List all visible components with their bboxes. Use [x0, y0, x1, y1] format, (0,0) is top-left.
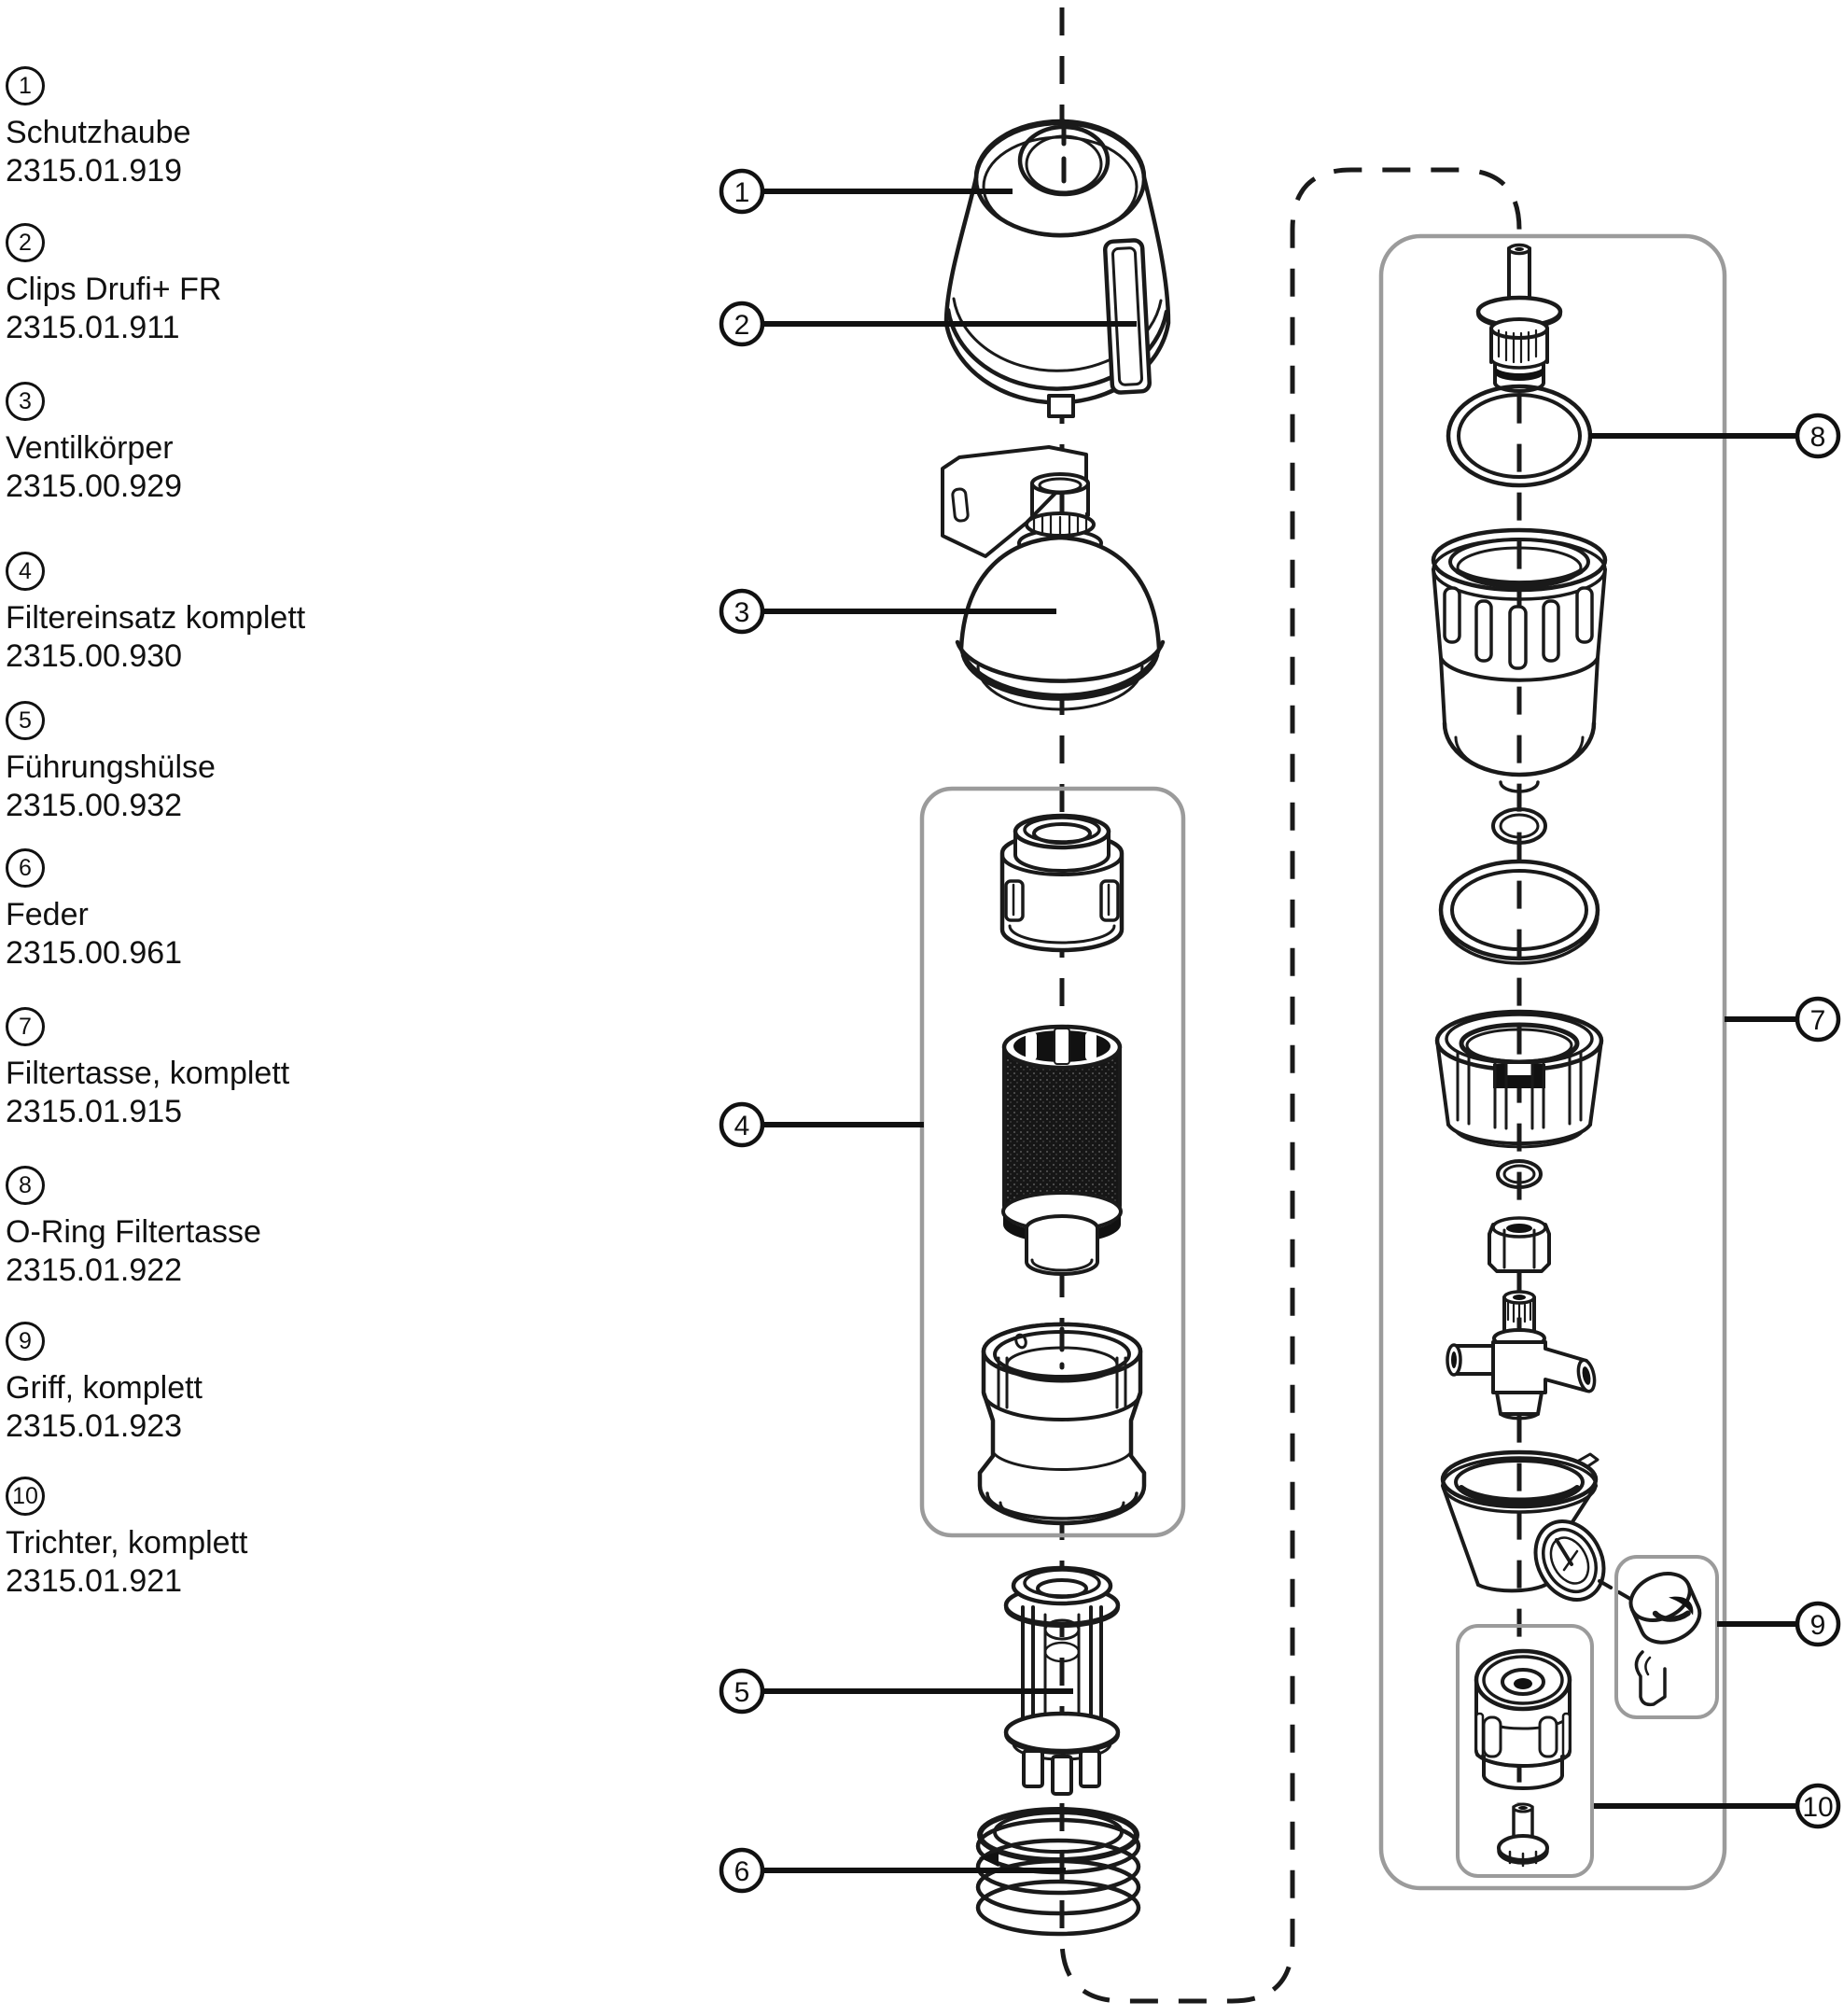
legend-item-number: 1 — [6, 66, 45, 105]
callout-number: 9 — [1810, 1610, 1826, 1641]
legend-item-number: 4 — [6, 552, 45, 591]
callout-circle — [719, 1847, 765, 1894]
callout-2: 2 — [719, 301, 1137, 347]
part-drawing-schutzhaube — [943, 119, 1171, 418]
callout-number: 6 — [734, 1856, 750, 1887]
callout-number: 4 — [734, 1111, 750, 1141]
legend-part-number: 2315.01.919 — [6, 153, 183, 189]
callout-10: 10 — [1594, 1783, 1841, 1829]
legend-item-number: 6 — [6, 848, 45, 888]
callout-circle — [719, 168, 765, 215]
callout-1: 1 — [719, 168, 1013, 215]
callout-circle — [719, 588, 765, 635]
legend-part-number: 2315.00.961 — [6, 935, 183, 971]
callout-circle — [1795, 996, 1841, 1043]
group-box-filtereinsatz — [919, 786, 1186, 1538]
legend-item-number: 9 — [6, 1322, 45, 1361]
part-drawing-trichter — [1440, 1449, 1637, 1603]
part-drawing-filtereinsatz-tasse — [977, 1322, 1147, 1526]
legend-item-4: 4 Filtereinsatz komplett 2315.00.930 — [6, 552, 305, 676]
part-drawing-fuehrungshuelse — [1003, 1565, 1121, 1796]
legend-part-name: Filtereinsatz komplett — [6, 600, 306, 636]
legend-item-1: 1 Schutzhaube 2315.01.919 — [6, 66, 191, 190]
legend-part-name: Clips Drufi+ FR — [6, 272, 222, 307]
legend-part-number: 2315.01.921 — [6, 1563, 183, 1599]
callout-circle — [719, 1668, 765, 1715]
callout-9: 9 — [1717, 1601, 1841, 1647]
callout-3: 3 — [719, 588, 1056, 635]
legend-item-10: 10 Trichter, komplett 2315.01.921 — [6, 1477, 247, 1601]
part-drawing-anschlussstueck — [1474, 1648, 1572, 1790]
legend-item-number: 5 — [6, 701, 45, 740]
part-drawing-dichtring — [1438, 859, 1600, 965]
callout-4: 4 — [719, 1101, 924, 1148]
part-drawing-trichter-nippel — [1497, 1802, 1549, 1868]
part-drawing-clips — [1102, 238, 1152, 395]
callout-circle — [719, 1101, 765, 1148]
centerline-dashed — [1059, 7, 1522, 2004]
legend-part-number: 2315.00.932 — [6, 788, 183, 823]
parts-legend: 1 Schutzhaube 2315.01.919 2 Clips Drufi+… — [0, 0, 523, 2016]
callout-8: 8 — [1588, 413, 1841, 459]
legend-item-3: 3 Ventilkörper 2315.00.929 — [6, 382, 182, 506]
legend-item-number: 7 — [6, 1007, 45, 1046]
part-drawing-o-ring-klein-2 — [1496, 1159, 1543, 1189]
legend-item-number: 3 — [6, 382, 45, 421]
legend-part-name: Ventilkörper — [6, 430, 174, 466]
callout-number: 10 — [1802, 1792, 1833, 1823]
group-box-filtertasse — [1378, 233, 1727, 1891]
part-drawing-entleerungsventil — [1446, 1290, 1597, 1421]
legend-item-6: 6 Feder 2315.00.961 — [6, 848, 182, 973]
callout-number: 7 — [1810, 1005, 1826, 1036]
callout-circle — [1795, 1601, 1841, 1647]
part-drawing-ueberwurfmutter — [1434, 1009, 1604, 1149]
legend-part-name: Schutzhaube — [6, 115, 191, 150]
callout-7: 7 — [1725, 996, 1841, 1043]
legend-item-5: 5 Führungshülse 2315.00.932 — [6, 701, 216, 825]
callout-circle — [1795, 413, 1841, 459]
part-drawing-filtereinsatz-huelse — [999, 813, 1125, 953]
legend-part-number: 2315.00.930 — [6, 638, 183, 674]
part-drawing-ventilkoerper — [941, 445, 1166, 711]
callout-5: 5 — [719, 1668, 1073, 1715]
legend-item-8: 8 O-Ring Filtertasse 2315.01.922 — [6, 1166, 261, 1290]
part-drawing-filtereinsatz-patrone — [1001, 1024, 1123, 1276]
callout-number: 3 — [734, 597, 750, 628]
legend-item-7: 7 Filtertasse, komplett 2315.01.915 — [6, 1007, 289, 1131]
group-box-trichter-anschluss — [1456, 1624, 1594, 1878]
legend-part-number: 2315.01.915 — [6, 1094, 183, 1129]
legend-item-2: 2 Clips Drufi+ FR 2315.01.911 — [6, 223, 221, 347]
callout-6: 6 — [719, 1847, 1066, 1894]
legend-item-number: 10 — [6, 1477, 45, 1516]
legend-part-name: Trichter, komplett — [6, 1525, 248, 1561]
legend-part-name: Führungshülse — [6, 749, 216, 785]
callout-number: 1 — [734, 177, 750, 208]
callout-circle — [1795, 1783, 1841, 1829]
legend-item-9: 9 Griff, komplett 2315.01.923 — [6, 1322, 203, 1446]
legend-part-name: Griff, komplett — [6, 1370, 203, 1406]
part-drawing-klarsicht-tasse — [1431, 527, 1608, 793]
legend-part-number: 2315.01.923 — [6, 1408, 183, 1444]
legend-item-number: 2 — [6, 223, 45, 262]
callout-number: 2 — [734, 310, 750, 341]
part-drawing-sechskantmutter — [1488, 1216, 1551, 1273]
callout-number: 5 — [734, 1677, 750, 1708]
callout-circle — [719, 301, 765, 347]
legend-part-number: 2315.00.929 — [6, 469, 183, 504]
legend-part-name: O-Ring Filtertasse — [6, 1214, 261, 1250]
legend-part-number: 2315.01.922 — [6, 1253, 183, 1288]
part-drawing-entlueftungsventil — [1475, 243, 1563, 393]
legend-part-name: Feder — [6, 897, 89, 932]
legend-item-number: 8 — [6, 1166, 45, 1205]
legend-part-number: 2315.01.911 — [6, 310, 180, 345]
group-box-griff — [1614, 1555, 1719, 1719]
part-drawing-o-ring-klein-1 — [1491, 807, 1547, 845]
part-drawing-griff — [1628, 1572, 1702, 1707]
legend-part-name: Filtertasse, komplett — [6, 1056, 290, 1091]
callout-number: 8 — [1810, 422, 1826, 453]
